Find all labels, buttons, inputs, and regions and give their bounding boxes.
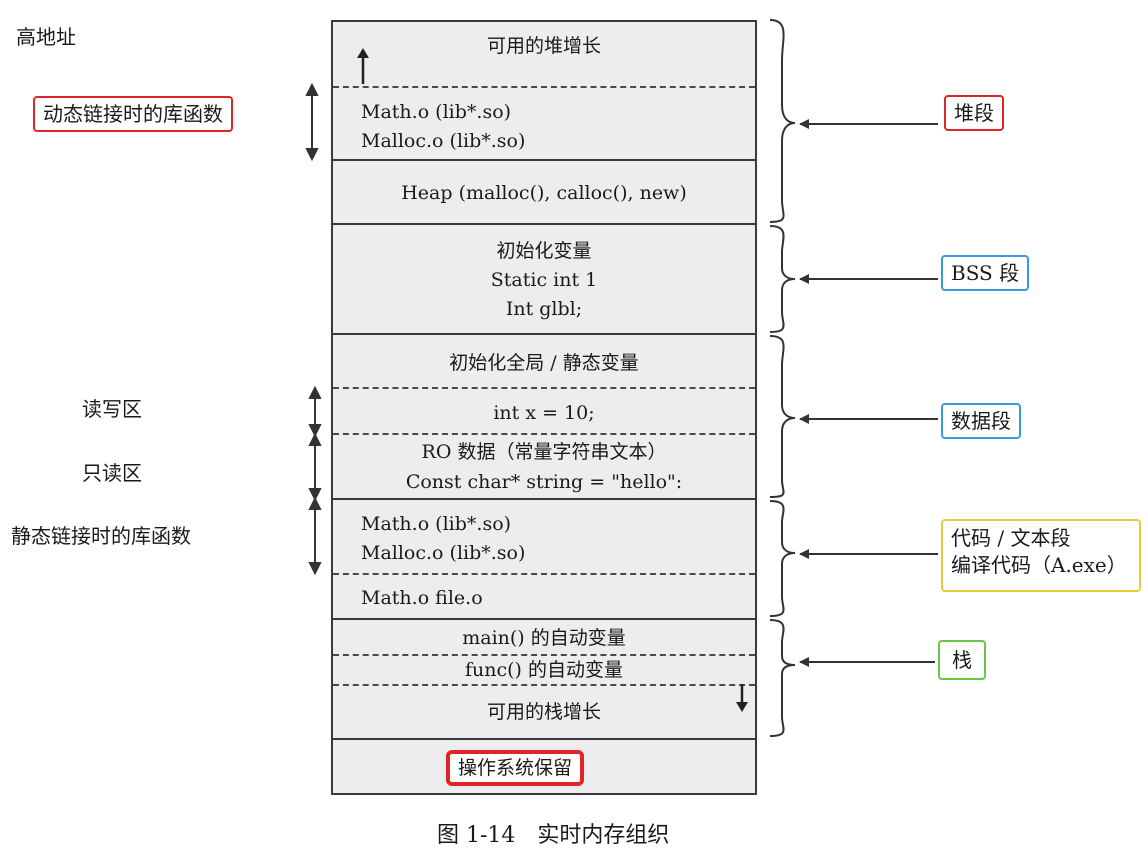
stack-block: main() 的自动变量 func() 的自动变量 可用的栈增长 bbox=[331, 618, 757, 740]
read-only-range-arrow bbox=[308, 432, 322, 502]
stack-growth-text: 可用的栈增长 bbox=[486, 701, 601, 723]
code-segment-line1: 代码 / 文本段 bbox=[951, 526, 1071, 550]
data-divider-2 bbox=[333, 433, 755, 435]
math-file-text: Math.o file.o bbox=[361, 587, 483, 609]
stack-growth-down-arrow bbox=[736, 684, 748, 712]
dyn-math-text: Math.o (lib*.so) bbox=[361, 101, 512, 123]
stack-segment-label: 栈 bbox=[938, 640, 986, 680]
data-divider-1 bbox=[333, 387, 755, 389]
stack-divider-1 bbox=[333, 654, 755, 656]
data-title-text: 初始化全局 / 静态变量 bbox=[449, 352, 639, 374]
stack-func-text: func() 的自动变量 bbox=[464, 659, 623, 681]
heap-growth-up-arrow bbox=[357, 48, 369, 84]
static-malloc-text: Malloc.o (lib*.so) bbox=[361, 542, 526, 564]
code-segment-line2: 编译代码（A.exe） bbox=[951, 553, 1127, 577]
heap-section-divider bbox=[333, 159, 755, 161]
data-brace bbox=[769, 335, 796, 498]
bss-block: 初始化变量 Static int 1 Int glbl; bbox=[331, 223, 757, 335]
read-write-label: 读写区 bbox=[82, 397, 142, 421]
data-segment-label: 数据段 bbox=[941, 403, 1021, 439]
dyn-malloc-text: Malloc.o (lib*.so) bbox=[361, 130, 526, 152]
read-only-label: 只读区 bbox=[82, 461, 142, 485]
dynamic-lib-range-arrow bbox=[305, 82, 319, 162]
ro-const-text: Const char* string = "hello": bbox=[405, 471, 683, 493]
dynamic-lib-label: 动态链接时的库函数 bbox=[33, 96, 233, 132]
ro-title-text: RO 数据（常量字符串文本） bbox=[421, 441, 667, 463]
stack-brace bbox=[769, 619, 796, 737]
code-divider bbox=[333, 573, 755, 575]
bss-title-text: 初始化变量 bbox=[496, 240, 592, 262]
static-math-text: Math.o (lib*.so) bbox=[361, 513, 512, 535]
heap-block: 可用的堆增长 Math.o (lib*.so) Malloc.o (lib*.s… bbox=[331, 20, 757, 225]
bss-int-text: Int glbl; bbox=[505, 298, 583, 320]
static-lib-range-arrow bbox=[308, 496, 322, 576]
read-write-range-arrow bbox=[308, 385, 322, 438]
high-address-label: 高地址 bbox=[16, 25, 76, 49]
heap-growth-text: 可用的堆增长 bbox=[486, 35, 601, 57]
bss-static-text: Static int 1 bbox=[490, 269, 598, 291]
data-block: 初始化全局 / 静态变量 int x = 10; RO 数据（常量字符串文本） … bbox=[331, 333, 757, 500]
code-segment-label: 代码 / 文本段 编译代码（A.exe） bbox=[941, 519, 1141, 592]
heap-divider bbox=[333, 86, 755, 88]
code-brace bbox=[769, 500, 796, 617]
code-block: Math.o (lib*.so) Malloc.o (lib*.so) Math… bbox=[331, 498, 757, 620]
heap-text: Heap (malloc(), calloc(), new) bbox=[401, 182, 687, 204]
heap-brace bbox=[769, 19, 796, 223]
figure-caption: 图 1-14 实时内存组织 bbox=[437, 823, 670, 848]
bss-segment-label: BSS 段 bbox=[941, 255, 1030, 291]
heap-segment-label: 堆段 bbox=[944, 95, 1004, 131]
stack-main-text: main() 的自动变量 bbox=[462, 627, 626, 649]
os-reserved-label: 操作系统保留 bbox=[446, 750, 585, 786]
static-lib-label: 静态链接时的库函数 bbox=[11, 524, 191, 548]
data-int-text: int x = 10; bbox=[493, 402, 595, 424]
bss-brace bbox=[769, 225, 796, 333]
stack-divider-2 bbox=[333, 684, 755, 686]
